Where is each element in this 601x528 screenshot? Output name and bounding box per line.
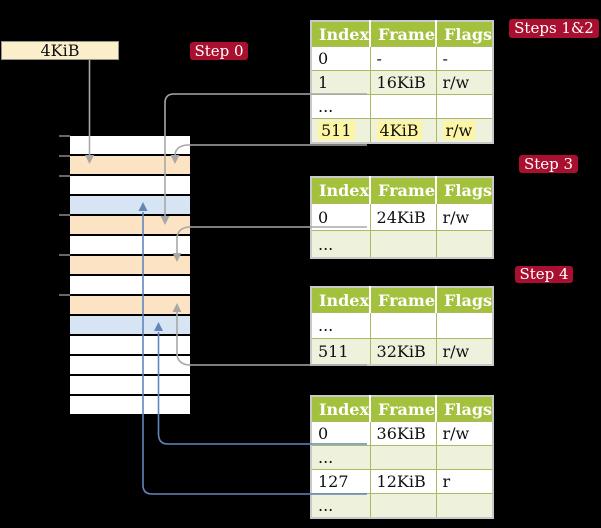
memory-frame-row xyxy=(70,196,190,216)
col-header-index: Index xyxy=(311,177,371,204)
cell-frame xyxy=(369,312,437,339)
cell-index: 0 xyxy=(310,421,371,446)
stack-boundary-ticks xyxy=(59,135,70,296)
cell-flags: r/w xyxy=(435,338,494,366)
cell-index: 511 xyxy=(310,338,371,366)
table-row: 0 - - xyxy=(310,46,494,71)
badge-step-3: Step 3 xyxy=(519,155,578,173)
highlight: 511 xyxy=(318,121,355,140)
page-table-step-3: Index Frame Flags 0 24KiB r/w ... xyxy=(310,176,495,259)
table-row-highlighted: 511 4KiB r/w xyxy=(310,118,494,144)
col-header-index: Index xyxy=(311,287,371,313)
table-row: ... xyxy=(310,493,494,519)
page-table-step-4: Index Frame Flags ... 511 32KiB r/w xyxy=(310,286,495,366)
cell-flags: - xyxy=(435,46,494,71)
col-header-index: Index xyxy=(311,21,371,47)
memory-frame-row xyxy=(70,336,190,356)
col-header-frame: Frame xyxy=(369,287,437,313)
cell-flags: r xyxy=(435,469,494,494)
cell-frame: 16KiB xyxy=(369,70,437,95)
badge-steps-1-2-label: Steps 1&2 xyxy=(514,19,594,37)
badge-steps-1-2: Steps 1&2 xyxy=(509,19,599,38)
highlight: 4KiB xyxy=(376,121,422,140)
table-header-row: Index Frame Flags xyxy=(311,177,494,204)
col-header-frame: Frame xyxy=(369,21,437,47)
badge-step-3-label: Step 3 xyxy=(523,154,574,173)
page-table-final-level: Index Frame Flags 0 36KiB r/w ... 127 12… xyxy=(310,395,495,519)
memory-frame-row xyxy=(70,376,190,396)
memory-frame-row xyxy=(70,256,190,276)
table-row: ... xyxy=(310,312,494,339)
memory-frame-row xyxy=(70,296,190,316)
cell-frame: - xyxy=(369,46,437,71)
col-header-flags: Flags xyxy=(435,287,494,313)
physical-memory-stack xyxy=(70,136,190,416)
memory-frame-row xyxy=(70,156,190,176)
memory-frame-row xyxy=(70,316,190,336)
cell-frame xyxy=(369,230,437,259)
root-frame-box: 4KiB xyxy=(1,41,119,60)
cell-frame: 12KiB xyxy=(369,469,437,494)
col-header-flags: Flags xyxy=(435,21,494,47)
badge-step-4-label: Step 4 xyxy=(519,265,569,283)
table-row: ... xyxy=(310,230,494,259)
cell-index: ... xyxy=(310,445,371,470)
cell-index: 0 xyxy=(310,46,371,71)
cell-index: 1 xyxy=(310,70,371,95)
memory-frame-row xyxy=(70,356,190,376)
memory-frame-row xyxy=(70,396,190,416)
cell-flags xyxy=(435,230,494,259)
page-table-steps-1-2: Index Frame Flags 0 - - 1 16KiB r/w ... … xyxy=(310,20,495,144)
cell-frame xyxy=(369,445,437,470)
highlight: r/w xyxy=(442,121,476,140)
col-header-index: Index xyxy=(311,396,371,422)
cell-index: 0 xyxy=(310,203,371,231)
badge-step-0-label: Step 0 xyxy=(194,41,244,60)
table-row: 511 32KiB r/w xyxy=(310,338,494,366)
cell-flags: r/w xyxy=(435,421,494,446)
cell-frame xyxy=(369,493,437,519)
table-header-row: Index Frame Flags xyxy=(311,21,494,47)
cell-frame: 32KiB xyxy=(369,338,437,366)
cell-index: ... xyxy=(310,493,371,519)
memory-frame-row xyxy=(70,216,190,236)
table-header-row: Index Frame Flags xyxy=(311,287,494,313)
memory-frame-row xyxy=(70,176,190,196)
cell-frame: 4KiB xyxy=(369,118,437,144)
col-header-frame: Frame xyxy=(369,177,437,204)
memory-frame-row xyxy=(70,276,190,296)
memory-frame-row xyxy=(70,136,190,156)
col-header-frame: Frame xyxy=(369,396,437,422)
table-row: ... xyxy=(310,445,494,470)
root-frame-label: 4KiB xyxy=(40,41,80,60)
col-header-flags: Flags xyxy=(435,396,494,422)
col-header-flags: Flags xyxy=(435,177,494,204)
cell-frame xyxy=(369,94,437,119)
table-row: 0 24KiB r/w xyxy=(310,203,494,231)
table-row: 0 36KiB r/w xyxy=(310,421,494,446)
table-row: 127 12KiB r xyxy=(310,469,494,494)
cell-frame: 24KiB xyxy=(369,203,437,231)
cell-flags: r/w xyxy=(435,118,494,144)
cell-index: ... xyxy=(310,230,371,259)
badge-step-4: Step 4 xyxy=(515,266,573,283)
cell-flags: r/w xyxy=(435,203,494,231)
pointer-entry511-to-4kib xyxy=(174,144,367,157)
cell-flags xyxy=(435,312,494,339)
cell-flags: r/w xyxy=(435,70,494,95)
cell-flags xyxy=(435,493,494,519)
table-row: ... xyxy=(310,94,494,119)
table-row: 1 16KiB r/w xyxy=(310,70,494,95)
memory-frame-row xyxy=(70,236,190,256)
badge-step-0: Step 0 xyxy=(190,42,248,60)
cell-index: 127 xyxy=(310,469,371,494)
cell-index: ... xyxy=(310,94,371,119)
cell-index: 511 xyxy=(310,118,371,144)
cell-frame: 36KiB xyxy=(369,421,437,446)
cell-flags xyxy=(435,94,494,119)
cell-index: ... xyxy=(310,312,371,339)
cell-flags xyxy=(435,445,494,470)
table-header-row: Index Frame Flags xyxy=(311,396,494,422)
